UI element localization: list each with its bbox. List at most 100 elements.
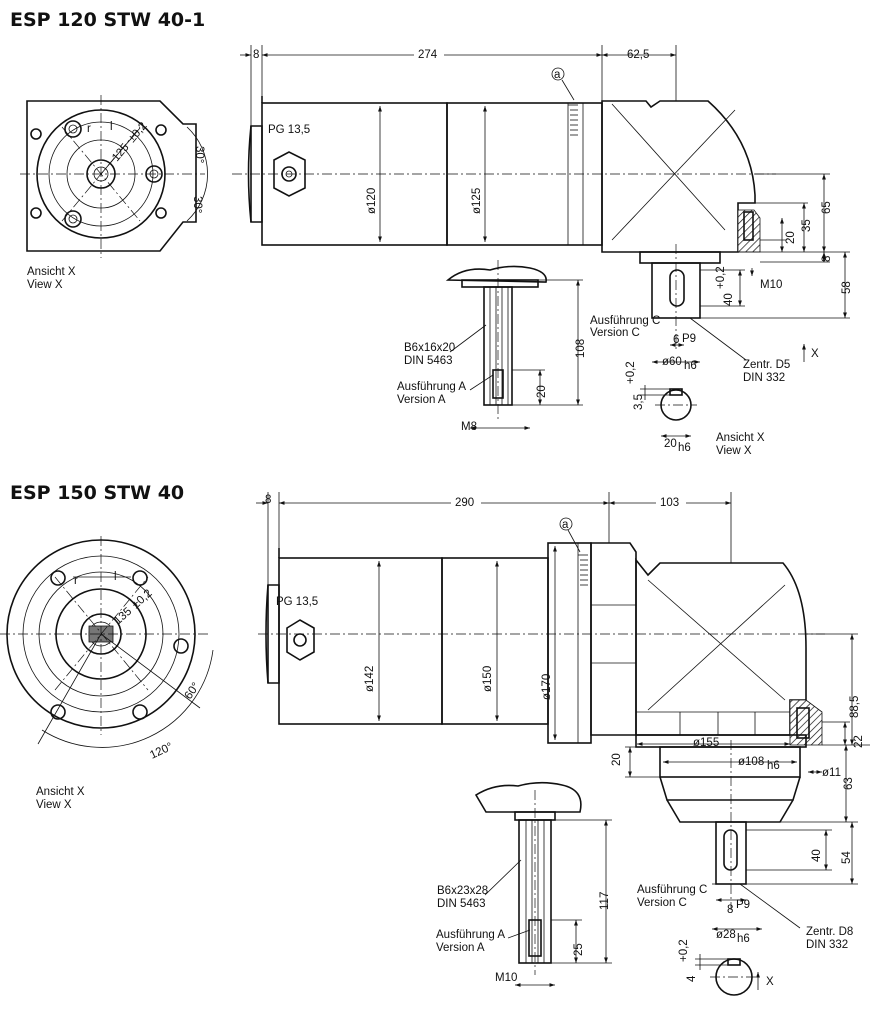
view1-dim-40-tol: +0,2	[715, 266, 727, 289]
view1-view2-de: Ansicht X	[716, 432, 765, 444]
view2-angle1: 60°	[183, 681, 203, 702]
view2-d-flange: ø170	[541, 674, 553, 700]
view1-dim-8: 8	[253, 49, 259, 61]
view1-d-gear: ø125	[471, 188, 483, 214]
view2-ausf-c-de: Ausführung C	[637, 884, 707, 896]
view1-ausf-c-en: Version C	[590, 327, 640, 339]
view1-pcd-tol: ±0,2	[126, 120, 150, 145]
view1-thread: M10	[760, 279, 782, 291]
view1-dim-3-5: 3,5	[633, 394, 645, 410]
view1-dim-20: 20	[785, 231, 797, 244]
view2-circle-a: a	[562, 519, 569, 531]
view1-thread2: M8	[461, 421, 477, 433]
view1-dim-40: 40	[723, 293, 735, 306]
view2-view-label-en: View X	[36, 799, 72, 811]
view1-p9: P9	[682, 333, 696, 345]
view2-ausf-a-en: Version A	[436, 942, 485, 954]
view1-spline: B6x16x20	[404, 342, 455, 354]
view1-dim-62-5: 62,5	[627, 49, 649, 61]
view2-shaft-section: 4 +0,2 X	[678, 939, 774, 996]
view1-dim-8b: 8	[821, 256, 833, 262]
view1-angle2: 30°	[191, 196, 203, 213]
view2-ausf-c-en: Version C	[637, 897, 687, 909]
view1-pg: PG 13,5	[268, 124, 310, 136]
view2-pcd-tol: ±0,2	[130, 587, 155, 611]
view2-ausf-a-de: Ausführung A	[436, 929, 505, 941]
view2-dim-103: 103	[660, 497, 679, 509]
view2-side-view-x: r l 135 ±0,2 60° 120° Ansicht X View X	[0, 536, 214, 811]
view2-din332: DIN 332	[806, 939, 848, 951]
view1-title: ESP 120 STW 40-1	[10, 9, 205, 31]
view2-d-shaft-tol: h6	[737, 933, 750, 945]
view1-view-label-en: View X	[27, 279, 63, 291]
view1-group: ESP 120 STW 40-1 125 ±0,2 r l	[10, 9, 853, 457]
view1-x-mark: X	[811, 348, 819, 360]
view2-detail-a: 117 25 B6x23x28 DIN 5463 Ausführung A Ve…	[436, 781, 612, 987]
view2-p9: P9	[736, 899, 750, 911]
view1-d-shaft: ø60	[662, 356, 682, 368]
view2-pg: PG 13,5	[276, 596, 318, 608]
view2-group: ESP 150 STW 40 r l 135 ±0,2	[0, 482, 870, 996]
view1-pcd: 125	[110, 142, 132, 164]
view2-view-label-de: Ansicht X	[36, 786, 85, 798]
view2-dim-290: 290	[455, 497, 474, 509]
view1-view-label-de: Ansicht X	[27, 266, 76, 278]
view2-zentr: Zentr. D8	[806, 926, 853, 938]
view1-dim-3-5-tol: +0,2	[625, 361, 637, 384]
view2-spline: B6x23x28	[437, 885, 488, 897]
view2-thread2: M10	[495, 972, 517, 984]
view1-dim-58: 58	[841, 281, 853, 294]
view1-detail-a: 108 20 B6x16x20 DIN 5463 Ausführung A Ve…	[397, 260, 587, 433]
view2-d-11: ø11	[822, 767, 841, 779]
view1-din332: DIN 332	[743, 372, 785, 384]
view1-dim-65: 65	[821, 201, 833, 214]
view1-zentr: Zentr. D5	[743, 359, 790, 371]
view1-label-l: l	[110, 121, 113, 133]
view1-dim-274: 274	[418, 49, 438, 61]
view2-dim-117: 117	[599, 892, 611, 910]
view1-shaft-section: 3,5 +0,2 20 h6 Ansicht X View X	[625, 361, 765, 457]
view1-dim-108: 108	[575, 339, 587, 358]
view1-circle-a: a	[554, 69, 561, 81]
view2-main-view: PG 13,5 a ø142 ø150 ø170 8 290 103	[256, 492, 870, 951]
view1-dim-20h6-tol: h6	[678, 442, 691, 454]
view2-d-108-tol: h6	[767, 760, 780, 772]
view2-label-r: r	[74, 575, 78, 587]
view1-ausf-a-en: Version A	[397, 394, 446, 406]
view1-side-view-x: 125 ±0,2 r l 30° 30° Ansicht X View X	[20, 95, 208, 291]
view1-dim-20h6: 20	[664, 438, 677, 450]
view1-dim-20b: 20	[536, 385, 548, 398]
view1-d-shaft-tol: h6	[684, 360, 697, 372]
view1-dim-35: 35	[801, 219, 813, 232]
view2-dim-4: 4	[686, 975, 698, 982]
view2-pcd: 135	[112, 605, 134, 627]
view1-dim-6: 6	[673, 334, 679, 346]
view1-angle1: 30°	[193, 146, 205, 163]
view2-dim-25: 25	[573, 943, 585, 956]
view2-d-108: ø108	[738, 756, 764, 768]
view2-dim-54: 54	[841, 851, 853, 864]
view2-dim-8b: 8	[727, 904, 733, 916]
view2-dim-63: 63	[843, 777, 855, 790]
view1-ausf-c-de: Ausführung C	[590, 315, 660, 327]
view1-din5463: DIN 5463	[404, 355, 453, 367]
view2-d-155: ø155	[693, 737, 719, 749]
view2-dim-40: 40	[811, 849, 823, 862]
view2-angle2: 120°	[148, 741, 175, 762]
view2-dim-8: 8	[265, 494, 271, 506]
view2-d-gear: ø150	[482, 666, 494, 692]
view2-dim-22: 22	[853, 735, 865, 748]
view1-d-motor: ø120	[366, 188, 378, 214]
view1-label-r: r	[87, 123, 91, 135]
view2-d-shaft: ø28	[716, 929, 736, 941]
view2-dim-20: 20	[611, 753, 623, 766]
view2-din5463: DIN 5463	[437, 898, 486, 910]
view1-view2-en: View X	[716, 445, 752, 457]
view2-dim-4-tol: +0,2	[678, 939, 690, 962]
view2-dim-88-5: 88,5	[849, 696, 861, 718]
view2-x-mark: X	[766, 976, 774, 988]
view1-main-view: PG 13,5 ø120 ø125 a 8	[232, 45, 853, 384]
view2-title: ESP 150 STW 40	[10, 482, 184, 504]
view2-d-motor: ø142	[364, 666, 376, 692]
